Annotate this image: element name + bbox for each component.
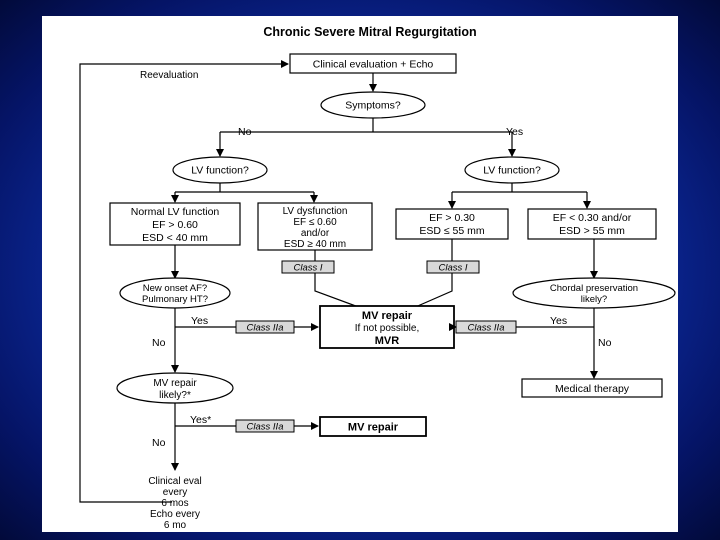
yes-label-top: Yes [506, 126, 523, 138]
mv-repair-likely-line1: MV repair [153, 378, 197, 389]
normal-lv-line1: Normal LV function [131, 206, 220, 218]
new-onset-line1: New onset AF? [143, 283, 207, 294]
normal-lv-box [109, 202, 241, 246]
no-label-bottom: No [152, 437, 166, 449]
lv-dysfunction-line2: EF ≤ 0.60 [293, 217, 337, 228]
clinical-eval-every-line5: 6 mo [164, 520, 187, 531]
ef-030-line2: ESD ≤ 55 mm [419, 225, 485, 237]
class-i-right-label: Class I [438, 263, 467, 274]
yes-label-left: Yes [191, 315, 208, 327]
slide: Chronic Severe Mitral Regurgitation Clin… [42, 16, 678, 532]
ef-lt030-box [527, 208, 657, 240]
arrow-class-i-left-to-mv [314, 273, 373, 314]
medical-therapy-box [521, 378, 663, 398]
mv-repair-main-line3: MVR [375, 335, 400, 347]
arrow-class-i-right-to-mv [403, 273, 453, 313]
left-lv-branch-line [175, 183, 314, 193]
lv-dysfunction-line3: and/or [301, 228, 330, 239]
mv-repair-main-line2: If not possible, [355, 323, 419, 334]
class-iia-right-label: Class IIa [468, 323, 505, 334]
mv-repair-main-box [319, 305, 455, 349]
no-label-left: No [152, 337, 166, 349]
class-iia-badge-right [455, 320, 517, 334]
flowchart: Chronic Severe Mitral Regurgitation Clin… [79, 25, 676, 531]
clinical-eval-every-line2: every [163, 487, 187, 498]
class-i-badge-left [281, 260, 335, 274]
normal-lv-line2: EF > 0.60 [152, 219, 198, 231]
chordal-line2: likely? [581, 294, 607, 305]
mv-repair-final-label: MV repair [348, 422, 399, 434]
ef-lt030-line2: ESD > 55 mm [559, 225, 625, 237]
lv-function-right-label: LV function? [483, 165, 541, 177]
ef-lt030-line1: EF < 0.30 and/or [553, 212, 632, 224]
symptoms-branch-line [220, 118, 512, 133]
lv-dysfunction-box [257, 202, 373, 251]
clinical-eval-every-line3: 6 mos [161, 498, 188, 509]
mv-repair-final-box [319, 416, 427, 437]
symptoms-label: Symptoms? [345, 100, 401, 112]
mv-repair-main-line1: MV repair [362, 310, 413, 322]
no-label-top: No [238, 126, 252, 138]
new-onset-line2: Pulmonary HT? [142, 294, 208, 305]
lv-dysfunction-line1: LV dysfunction [283, 206, 348, 217]
class-i-badge-right [426, 260, 480, 274]
normal-lv-line3: ESD < 40 mm [142, 232, 208, 244]
lv-dysfunction-line4: ESD ≥ 40 mm [284, 239, 346, 250]
class-i-left-label: Class I [293, 263, 322, 274]
diagram-title: Chronic Severe Mitral Regurgitation [263, 25, 476, 39]
no-label-right: No [598, 337, 612, 349]
yes-label-right: Yes [550, 315, 567, 327]
lv-function-left-label: LV function? [191, 165, 249, 177]
clinical-eval-label: Clinical evaluation + Echo [313, 59, 434, 71]
ef-030-line1: EF > 0.30 [429, 212, 475, 224]
reevaluation-loop-line [79, 60, 289, 503]
reevaluation-label: Reevaluation [140, 70, 198, 81]
class-iia-left-label: Class IIa [247, 323, 284, 334]
chordal-line1: Chordal preservation [550, 283, 638, 294]
clinical-eval-every-line1: Clinical eval [148, 476, 201, 487]
ef-030-box [395, 208, 509, 240]
medical-therapy-label: Medical therapy [555, 383, 630, 395]
class-iia-bottom-label: Class IIa [247, 422, 284, 433]
clinical-eval-every-line4: Echo every [150, 509, 200, 520]
yes-star-label: Yes* [190, 414, 211, 426]
right-lv-branch-line [452, 183, 587, 193]
mv-repair-likely-line2: likely?* [159, 390, 191, 401]
